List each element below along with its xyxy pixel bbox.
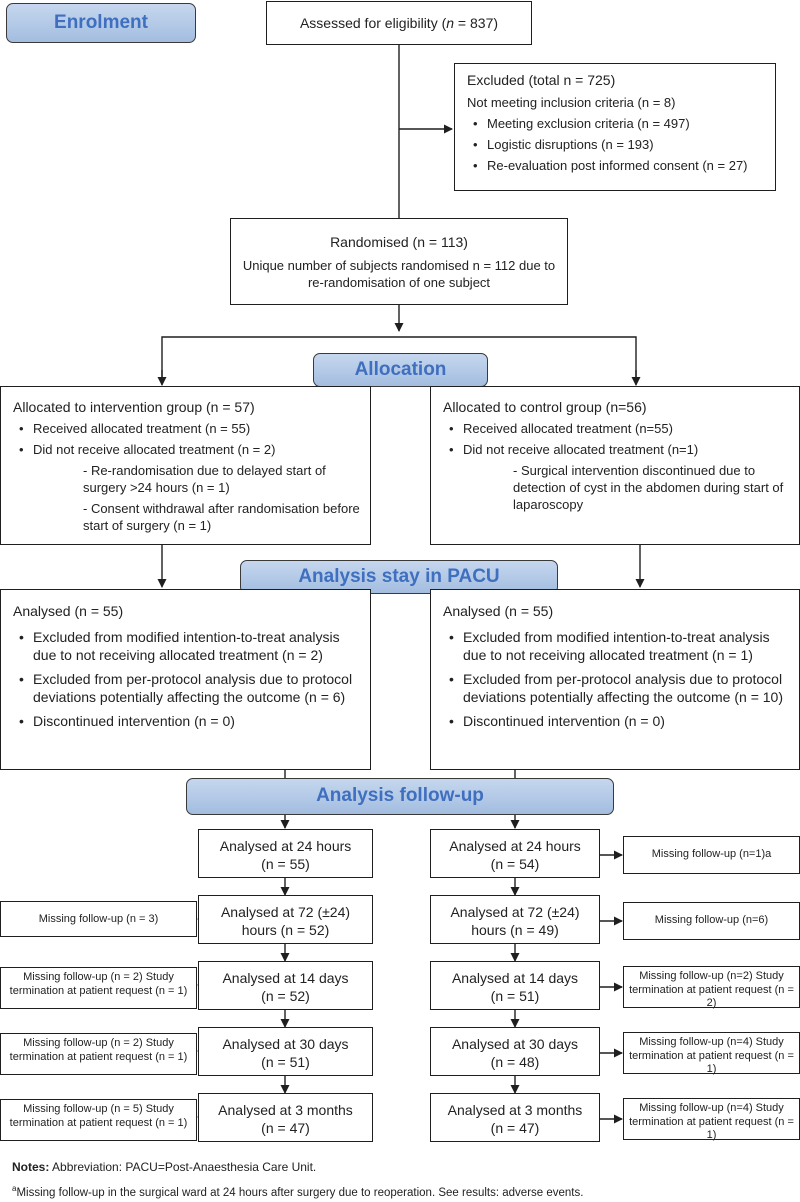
intervention-not-received: Did not receive allocated treatment (n =… [13, 441, 362, 458]
left-step: Analysed at 30 days(n = 51) [198, 1027, 373, 1076]
notes-text: Abbreviation: PACU=Post-Anaesthesia Care… [49, 1160, 317, 1174]
randomised-note: Unique number of subjects randomised n =… [242, 258, 556, 290]
control-box: Allocated to control group (n=56) Receiv… [430, 386, 800, 545]
right-step: Analysed at 72 (±24)hours (n = 49) [430, 895, 600, 944]
stage-enrolment: Enrolment [6, 3, 196, 43]
footnote-text: Missing follow-up in the surgical ward a… [16, 1186, 584, 1199]
right-missing-box: Missing follow-up (n=4) Study terminatio… [623, 1032, 800, 1075]
footnote: aMissing follow-up in the surgical ward … [12, 1184, 583, 1199]
right-missing-box: Missing follow-up (n=2) Study terminatio… [623, 966, 800, 1009]
right-missing-box: Missing follow-up (n=1)a [623, 836, 800, 874]
intervention-title: Allocated to intervention group (n = 57) [13, 399, 255, 415]
notes-label: Notes: [12, 1160, 50, 1174]
stage-allocation: Allocation [313, 353, 488, 387]
left-missing-box: Missing follow-up (n = 2) Study terminat… [0, 1033, 197, 1075]
left-missing-box: Missing follow-up (n = 5) Study terminat… [0, 1099, 197, 1141]
stage-pacu: Analysis stay in PACU [240, 560, 558, 594]
footnote-mark: a [12, 1184, 17, 1193]
stage-enrolment-label: Enrolment [54, 12, 148, 33]
right-step: Analysed at 3 months(n = 47) [430, 1093, 600, 1142]
left-missing-box: Missing follow-up (n = 2) Study terminat… [0, 967, 197, 1009]
randomised-box: Randomised (n = 113) Unique number of su… [230, 218, 568, 305]
assessed-box: Assessed for eligibility (n = 837) [266, 1, 532, 45]
right-missing-box: Missing follow-up (n=4) Study terminatio… [623, 1098, 800, 1141]
control-not-received: Did not receive allocated treatment (n=1… [443, 441, 791, 458]
right-step: Analysed at 24 hours(n = 54) [430, 829, 600, 878]
pacu-right-item: Discontinued intervention (n = 0) [443, 712, 789, 730]
excluded-title: Excluded (total n = 725) [467, 72, 616, 88]
pacu-right-box: Analysed (n = 55) Excluded from modified… [430, 589, 800, 770]
pacu-left-title: Analysed (n = 55) [13, 603, 124, 619]
intervention-box: Allocated to intervention group (n = 57)… [0, 386, 371, 545]
left-missing-box: Missing follow-up (n = 3) [0, 901, 197, 937]
excluded-box: Excluded (total n = 725) Not meeting inc… [454, 63, 776, 191]
control-sub-1: - Surgical intervention discontinued due… [513, 463, 784, 512]
allocation-split [161, 336, 637, 384]
excluded-item: Re-evaluation post informed consent (n =… [467, 157, 767, 174]
pacu-right-title: Analysed (n = 55) [443, 603, 554, 619]
pacu-right-item: Excluded from per-protocol analysis due … [443, 670, 789, 706]
intervention-received: Received allocated treatment (n = 55) [13, 420, 362, 437]
stage-pacu-label: Analysis stay in PACU [298, 566, 500, 587]
excluded-item: Logistic disruptions (n = 193) [467, 136, 767, 153]
left-step: Analysed at 72 (±24)hours (n = 52) [198, 895, 373, 944]
left-step: Analysed at 24 hours(n = 55) [198, 829, 373, 878]
excluded-item: Meeting exclusion criteria (n = 497) [467, 115, 767, 132]
pacu-right-item: Excluded from modified intention-to-trea… [443, 628, 789, 664]
left-step: Analysed at 3 months(n = 47) [198, 1093, 373, 1142]
control-title: Allocated to control group (n=56) [443, 399, 647, 415]
notes: Notes: Abbreviation: PACU=Post-Anaesthes… [12, 1160, 316, 1174]
stage-followup-label: Analysis follow-up [316, 785, 484, 806]
randomised-title: Randomised (n = 113) [330, 234, 468, 250]
stage-allocation-label: Allocation [354, 359, 447, 380]
right-step: Analysed at 14 days(n = 51) [430, 961, 600, 1010]
right-missing-box: Missing follow-up (n=6) [623, 902, 800, 940]
intervention-sub-1: - Re-randomisation due to delayed start … [83, 463, 326, 495]
pacu-left-item: Discontinued intervention (n = 0) [13, 712, 360, 730]
pacu-left-item: Excluded from modified intention-to-trea… [13, 628, 360, 664]
excluded-item: Not meeting inclusion criteria (n = 8) [467, 95, 676, 110]
pacu-left-item: Excluded from per-protocol analysis due … [13, 670, 360, 706]
control-received: Received allocated treatment (n=55) [443, 420, 791, 437]
intervention-sub-2: - Consent withdrawal after randomisation… [83, 501, 360, 533]
left-step: Analysed at 14 days(n = 52) [198, 961, 373, 1010]
pacu-left-box: Analysed (n = 55) Excluded from modified… [0, 589, 371, 770]
right-step: Analysed at 30 days(n = 48) [430, 1027, 600, 1076]
stage-followup: Analysis follow-up [186, 778, 614, 815]
